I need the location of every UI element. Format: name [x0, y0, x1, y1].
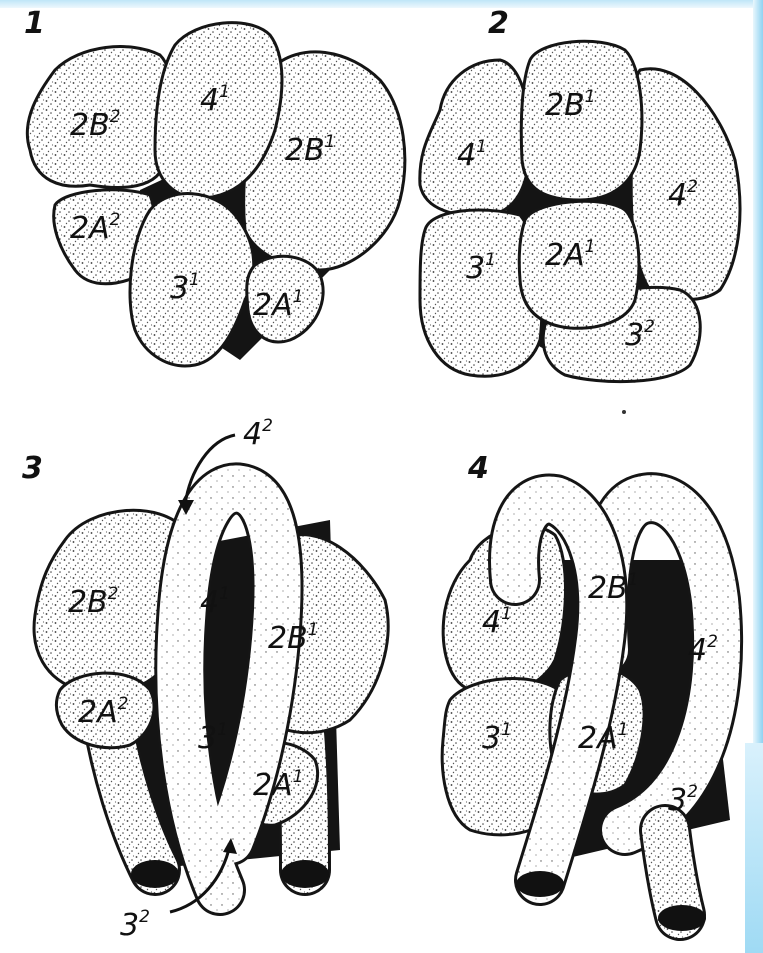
tube-left-opening [131, 860, 179, 888]
stray-dot [622, 410, 626, 414]
panel-4: 4 2B1 41 42 31 2A1 32 [442, 451, 730, 931]
p3-label-3-2: 32 [120, 907, 150, 943]
panel-2: 2 2B1 41 42 31 2A1 32 [420, 6, 740, 382]
panel-4-number: 4 [467, 451, 489, 486]
panel-3: 3 42 2B2 41 2B1 2A2 31 2A1 32 [22, 416, 388, 943]
panel-1-number: 1 [24, 6, 45, 41]
p3-label-4-2: 42 [243, 416, 273, 452]
panel-2-number: 2 [488, 6, 509, 41]
tube-front-opening [516, 871, 564, 897]
panel-1: 1 2B2 41 2B1 2A2 31 2A1 [24, 6, 405, 366]
tube-bottom-right-opening [658, 905, 706, 931]
panel-3-number: 3 [22, 451, 43, 486]
tube-right-opening [281, 860, 329, 888]
